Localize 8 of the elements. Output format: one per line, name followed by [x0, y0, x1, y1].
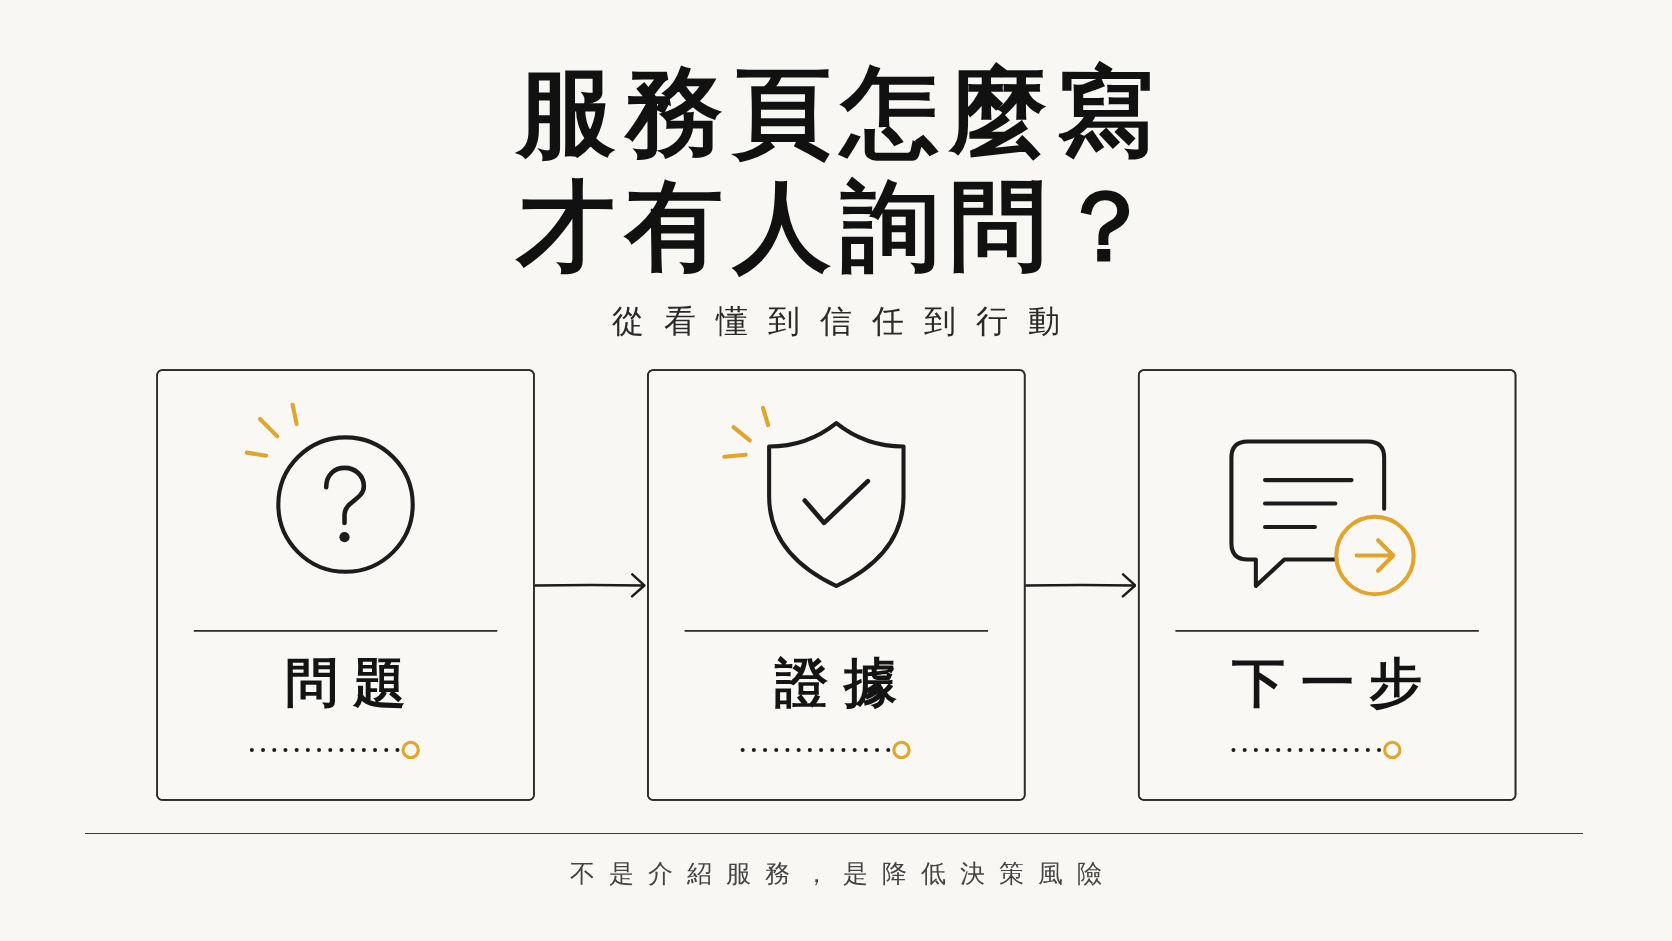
step-title: 問題 [283, 651, 422, 716]
step-title: 證據 [773, 651, 913, 716]
subtitle: 從看懂到信任到行動 [611, 301, 1080, 342]
title: 服務頁怎麼寫才有人詢問？ [514, 55, 1166, 283]
caption: 不是介紹服務，是降低決策風險 [569, 858, 1116, 890]
arrow [534, 573, 646, 598]
arrow [1024, 573, 1137, 598]
step-title: 下一步 [1230, 651, 1438, 716]
